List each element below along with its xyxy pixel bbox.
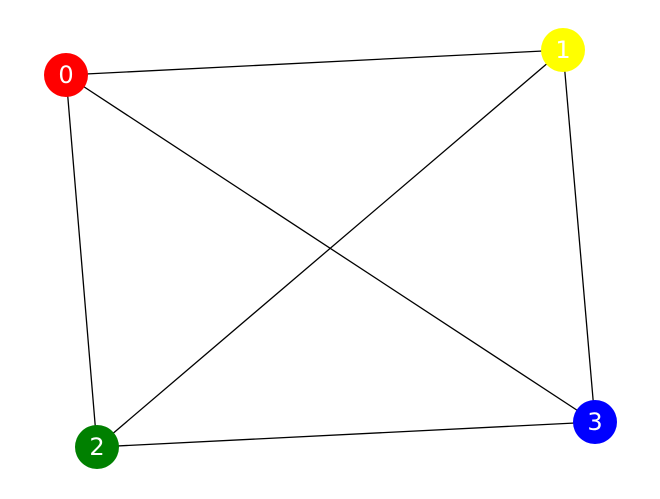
node-3: 3 [573, 400, 617, 444]
node-label: 1 [555, 36, 570, 64]
node-2: 2 [75, 425, 119, 469]
node-circle [541, 28, 585, 72]
node-1: 1 [541, 28, 585, 72]
node-label: 0 [58, 61, 73, 89]
edges-group [65, 49, 596, 448]
edge-0-2 [65, 74, 98, 448]
node-circle [75, 425, 119, 469]
node-circle [573, 400, 617, 444]
node-label: 3 [587, 408, 602, 436]
nodes-group: 0 1 2 3 [44, 28, 617, 469]
node-label: 2 [89, 433, 104, 461]
node-0: 0 [44, 53, 88, 97]
edge-1-3 [562, 49, 596, 423]
edge-2-3 [96, 421, 596, 448]
edge-0-1 [65, 49, 564, 76]
node-circle [44, 53, 88, 97]
edge-1-2 [96, 49, 564, 448]
